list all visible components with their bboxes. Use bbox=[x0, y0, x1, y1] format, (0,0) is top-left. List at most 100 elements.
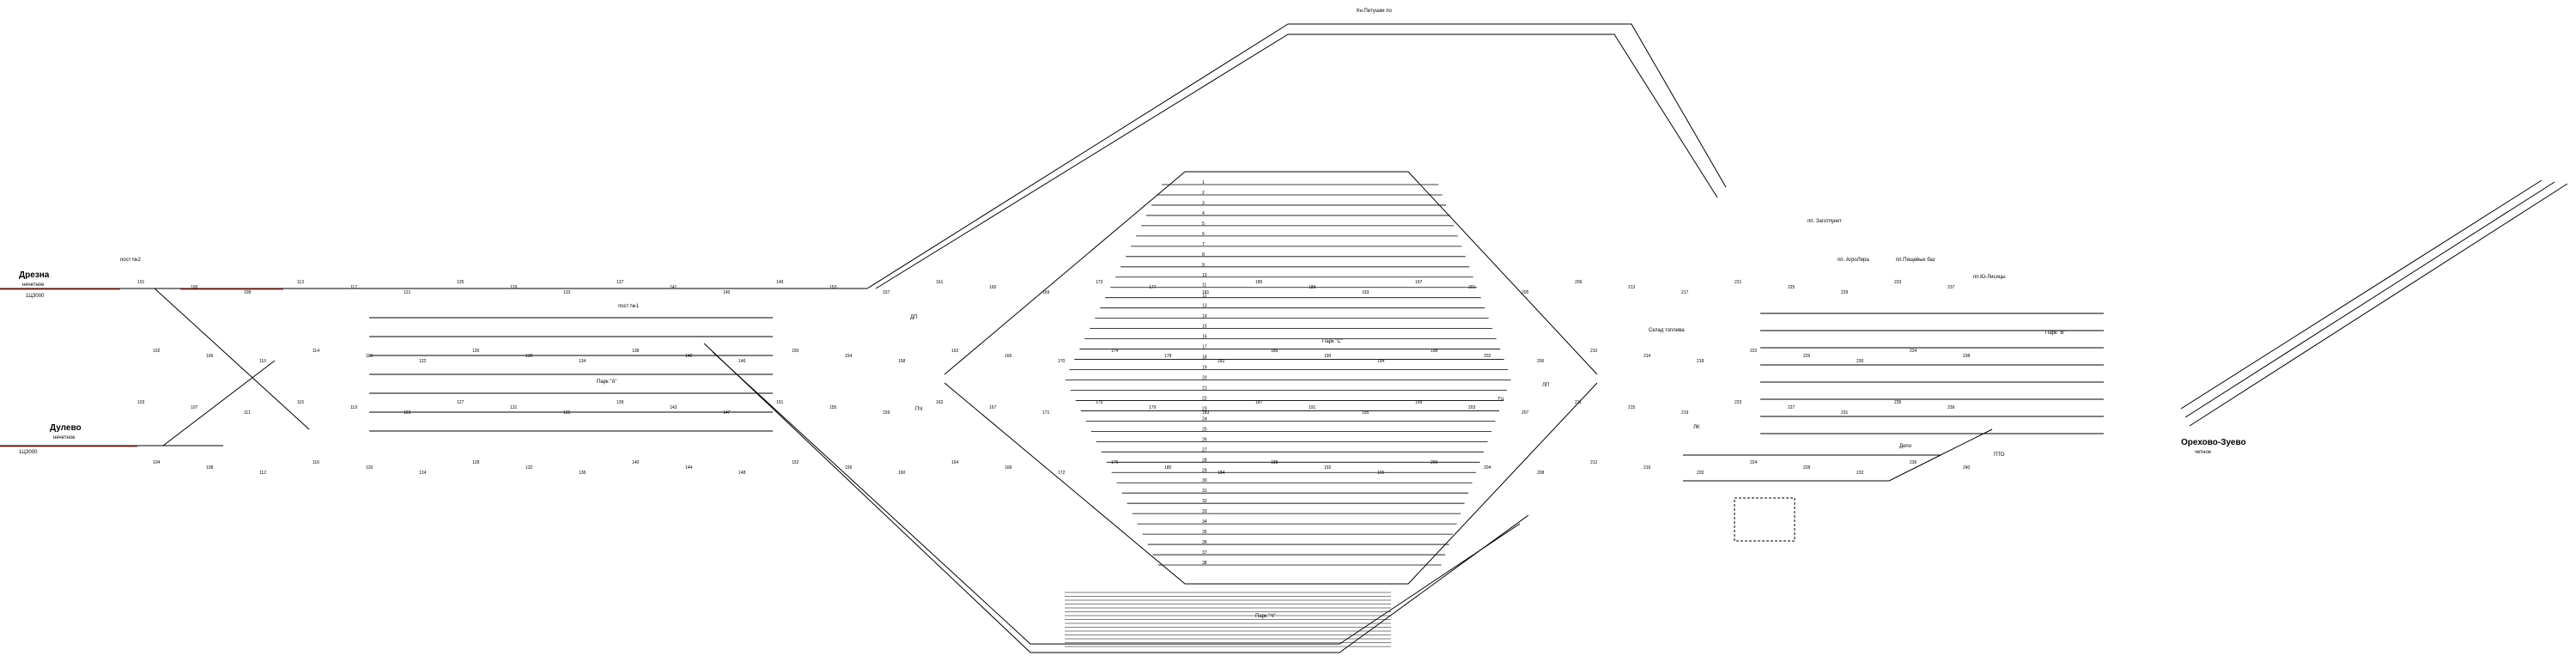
switch-number: 173 bbox=[1096, 280, 1103, 285]
station-right-sub: четное bbox=[2195, 450, 2211, 455]
right-note-1: пп. АгроЛира bbox=[1838, 258, 1869, 263]
park-c-track-number: 11 bbox=[1202, 283, 1206, 288]
switch-number: 189 bbox=[1309, 285, 1316, 290]
switch-number: 135 bbox=[563, 410, 571, 416]
switch-number: 106 bbox=[206, 354, 214, 359]
switch-number: 191 bbox=[1309, 405, 1316, 410]
switch-number: 221 bbox=[1735, 280, 1742, 285]
switch-number: 235 bbox=[1894, 400, 1902, 405]
switch-number: 101 bbox=[137, 280, 145, 285]
note-lk: ЛК bbox=[1693, 425, 1700, 430]
park-c-track-number: 4 bbox=[1202, 211, 1205, 216]
switch-number: 192 bbox=[1324, 465, 1332, 471]
switch-number: 223 bbox=[1735, 400, 1742, 405]
park-c-track-number: 37 bbox=[1202, 550, 1207, 556]
station-left-top-km: 1ЦЗ000 bbox=[26, 294, 45, 299]
park-a-label: Парк "А" bbox=[597, 380, 617, 385]
switch-number: 178 bbox=[1164, 354, 1172, 359]
switch-number: 169 bbox=[1042, 290, 1050, 295]
switch-number: 182 bbox=[1218, 359, 1225, 364]
switch-labels: 1011021031041051061071081091101111121131… bbox=[137, 280, 1971, 476]
park-c-track-number: 25 bbox=[1202, 427, 1207, 432]
switch-number: 162 bbox=[951, 349, 959, 354]
switch-number: 142 bbox=[685, 354, 693, 359]
switch-number: 177 bbox=[1149, 285, 1157, 290]
park-c-track-number: 2 bbox=[1202, 191, 1205, 196]
switch-number: 144 bbox=[685, 465, 693, 471]
switch-number: 113 bbox=[297, 280, 304, 285]
switch-number: 115 bbox=[297, 400, 304, 405]
park-c-track-number: 29 bbox=[1202, 468, 1207, 473]
switch-number: 211 bbox=[1575, 400, 1582, 405]
switch-number: 121 bbox=[404, 290, 411, 295]
switch-number: 228 bbox=[1803, 465, 1811, 471]
note-post-1: пост №1 bbox=[618, 304, 639, 309]
park-c-track-number: 24 bbox=[1202, 416, 1207, 422]
switch-number: 148 bbox=[738, 471, 746, 476]
right-note-3: пп.Пищевых баз bbox=[1896, 258, 1935, 263]
switch-number: 158 bbox=[898, 359, 906, 364]
park-c-track-number: 32 bbox=[1202, 499, 1207, 504]
park-c-track-number: 3 bbox=[1202, 201, 1205, 206]
park-c-track-number: 18 bbox=[1202, 355, 1207, 361]
note-pto: ПТО bbox=[1994, 452, 2005, 458]
note-fuel-depot: Склад топлива bbox=[1649, 328, 1685, 333]
switch-number: 157 bbox=[883, 290, 890, 295]
switch-number: 184 bbox=[1218, 471, 1225, 476]
switch-number: 210 bbox=[1590, 349, 1598, 354]
park-c-track-number: 8 bbox=[1202, 252, 1205, 258]
park-c-label: Парк "С" bbox=[1322, 339, 1343, 344]
switch-number: 141 bbox=[670, 285, 677, 290]
switch-number: 138 bbox=[632, 349, 640, 354]
park-c-track-number: 21 bbox=[1202, 386, 1207, 391]
park-c-track-number: 36 bbox=[1202, 540, 1207, 545]
switch-number: 127 bbox=[457, 400, 465, 405]
switch-number: 134 bbox=[579, 359, 586, 364]
switch-number: 236 bbox=[1910, 460, 1917, 465]
switch-number: 180 bbox=[1164, 465, 1172, 471]
switch-number: 147 bbox=[723, 410, 731, 416]
switch-number: 224 bbox=[1750, 460, 1758, 465]
park-c-track-number: 5 bbox=[1202, 222, 1205, 227]
note-post-2: пост №2 bbox=[120, 258, 141, 263]
switch-number: 202 bbox=[1484, 354, 1492, 359]
right-note-2: пп.Ю-Лисицы bbox=[1973, 275, 2006, 280]
switch-number: 166 bbox=[1005, 354, 1012, 359]
park-c-track-number: 12 bbox=[1202, 294, 1207, 299]
park-c-track-number: 23 bbox=[1202, 406, 1207, 411]
switch-number: 206 bbox=[1537, 359, 1545, 364]
switch-number: 213 bbox=[1628, 285, 1636, 290]
switch-number: 164 bbox=[951, 460, 959, 465]
park-c-track-number: 19 bbox=[1202, 366, 1207, 371]
switch-number: 183 bbox=[1202, 410, 1210, 416]
switch-number: 105 bbox=[191, 285, 198, 290]
switch-number: 123 bbox=[404, 410, 411, 416]
switch-number: 181 bbox=[1202, 290, 1210, 295]
switch-number: 212 bbox=[1590, 460, 1598, 465]
switch-number: 185 bbox=[1255, 280, 1263, 285]
switch-number: 237 bbox=[1947, 285, 1955, 290]
switch-number: 190 bbox=[1324, 354, 1332, 359]
switch-number: 218 bbox=[1697, 359, 1704, 364]
switch-number: 155 bbox=[829, 405, 837, 410]
switch-number: 207 bbox=[1522, 410, 1529, 416]
switch-number: 149 bbox=[776, 280, 784, 285]
switch-number: 230 bbox=[1856, 359, 1864, 364]
switch-number: 119 bbox=[350, 405, 357, 410]
switch-number: 118 bbox=[366, 354, 373, 359]
park-c-track-number: 15 bbox=[1202, 325, 1207, 330]
switch-number: 214 bbox=[1643, 354, 1651, 359]
park-c-track-number: 26 bbox=[1202, 437, 1207, 442]
switch-number: 219 bbox=[1681, 410, 1689, 416]
switch-number: 145 bbox=[723, 290, 731, 295]
switch-number: 197 bbox=[1415, 280, 1423, 285]
switch-number: 116 bbox=[313, 460, 319, 465]
switch-number: 120 bbox=[366, 465, 374, 471]
switch-number: 150 bbox=[792, 349, 799, 354]
park-c-track-number: 14 bbox=[1202, 314, 1207, 319]
switch-number: 240 bbox=[1963, 465, 1971, 471]
switch-number: 139 bbox=[617, 400, 624, 405]
switch-number: 201 bbox=[1468, 285, 1476, 290]
park-ch-label: Парк "Ч" bbox=[1255, 614, 1276, 619]
park-c-track-number: 16 bbox=[1202, 335, 1207, 340]
